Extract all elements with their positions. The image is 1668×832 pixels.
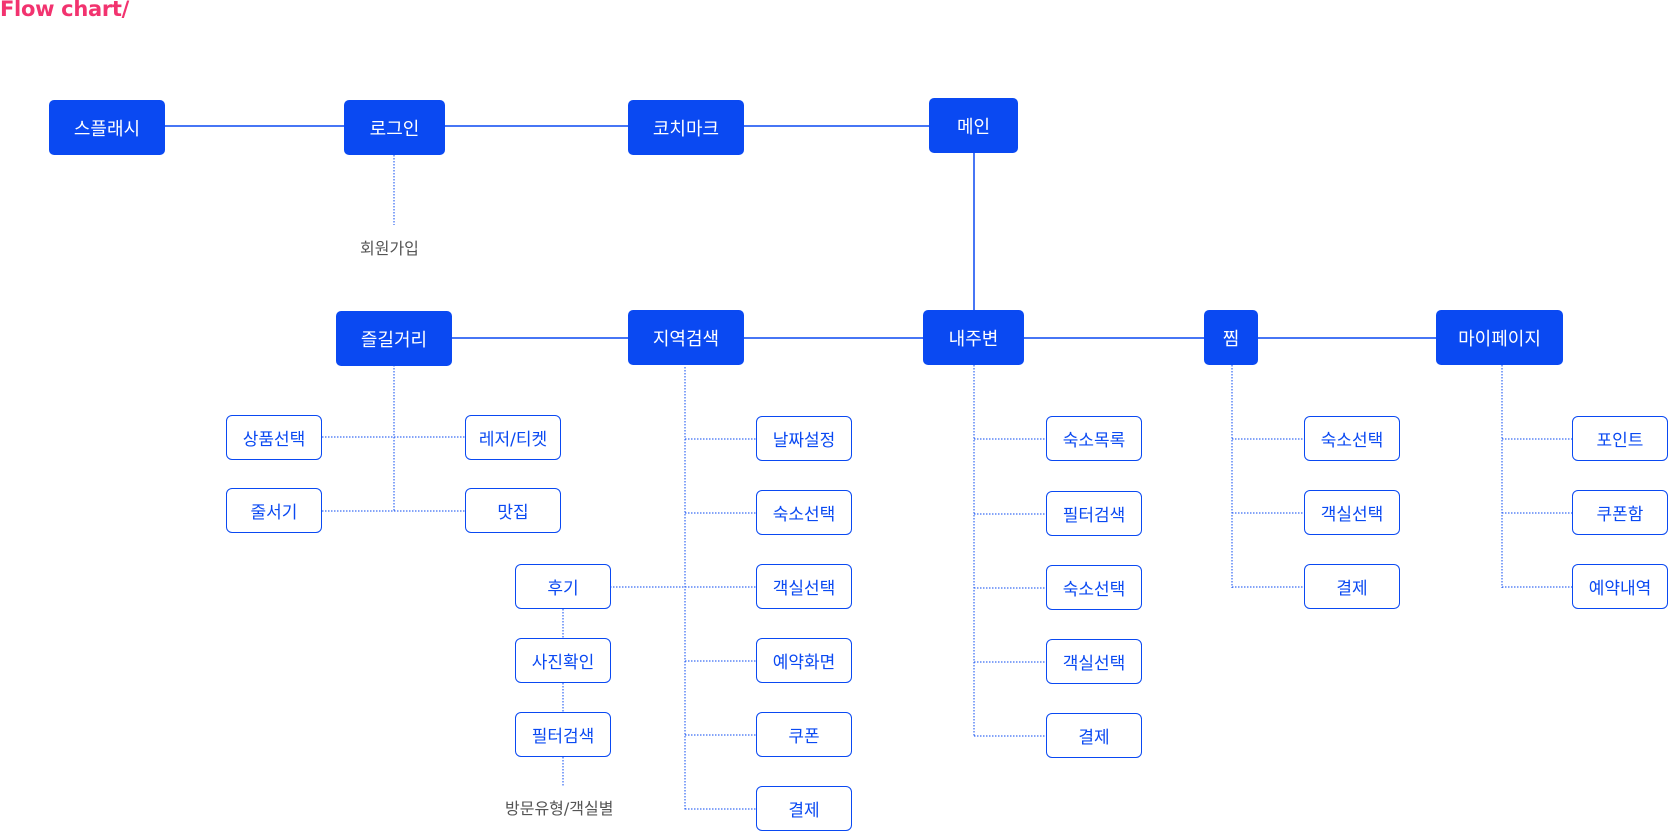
- node-fun-product[interactable]: 상품선택: [226, 415, 322, 460]
- node-coachmark[interactable]: 코치마크: [628, 100, 744, 155]
- note-signup: 회원가입: [360, 239, 419, 258]
- node-fun-leisure[interactable]: 레저/티켓: [465, 415, 561, 460]
- node-login[interactable]: 로그인: [344, 100, 445, 155]
- node-main[interactable]: 메인: [929, 98, 1018, 153]
- node-wish-pay[interactable]: 결제: [1304, 564, 1400, 609]
- node-my-booking[interactable]: 예약내역: [1572, 564, 1668, 609]
- node-wish-lodging[interactable]: 숙소선택: [1304, 416, 1400, 461]
- node-splash[interactable]: 스플래시: [49, 100, 165, 155]
- node-region-pay[interactable]: 결제: [756, 786, 852, 831]
- page-title: Flow chart/: [0, 0, 130, 21]
- node-review[interactable]: 후기: [515, 564, 611, 609]
- node-fun-food[interactable]: 맛집: [465, 488, 561, 533]
- node-region-coupon[interactable]: 쿠폰: [756, 712, 852, 757]
- node-fun[interactable]: 즐길거리: [336, 311, 452, 366]
- node-my-point[interactable]: 포인트: [1572, 416, 1668, 461]
- node-region-room[interactable]: 객실선택: [756, 564, 852, 609]
- node-mypage[interactable]: 마이페이지: [1436, 310, 1563, 365]
- node-fun-queue[interactable]: 줄서기: [226, 488, 322, 533]
- node-region-lodging[interactable]: 숙소선택: [756, 490, 852, 535]
- node-region-date[interactable]: 날짜설정: [756, 416, 852, 461]
- node-nearby[interactable]: 내주변: [923, 310, 1024, 365]
- node-wish[interactable]: 찜: [1204, 310, 1258, 365]
- node-region-search[interactable]: 지역검색: [628, 310, 744, 365]
- node-wish-room[interactable]: 객실선택: [1304, 490, 1400, 535]
- node-near-list[interactable]: 숙소목록: [1046, 416, 1142, 461]
- node-my-coupon[interactable]: 쿠폰함: [1572, 490, 1668, 535]
- node-review-filter[interactable]: 필터검색: [515, 712, 611, 757]
- note-visit-type: 방문유형/객실별: [505, 799, 614, 818]
- node-near-pay[interactable]: 결제: [1046, 713, 1142, 758]
- node-near-lodging[interactable]: 숙소선택: [1046, 565, 1142, 610]
- node-review-photo[interactable]: 사진확인: [515, 638, 611, 683]
- node-near-filter[interactable]: 필터검색: [1046, 491, 1142, 536]
- node-near-room[interactable]: 객실선택: [1046, 639, 1142, 684]
- node-region-booking[interactable]: 예약화면: [756, 638, 852, 683]
